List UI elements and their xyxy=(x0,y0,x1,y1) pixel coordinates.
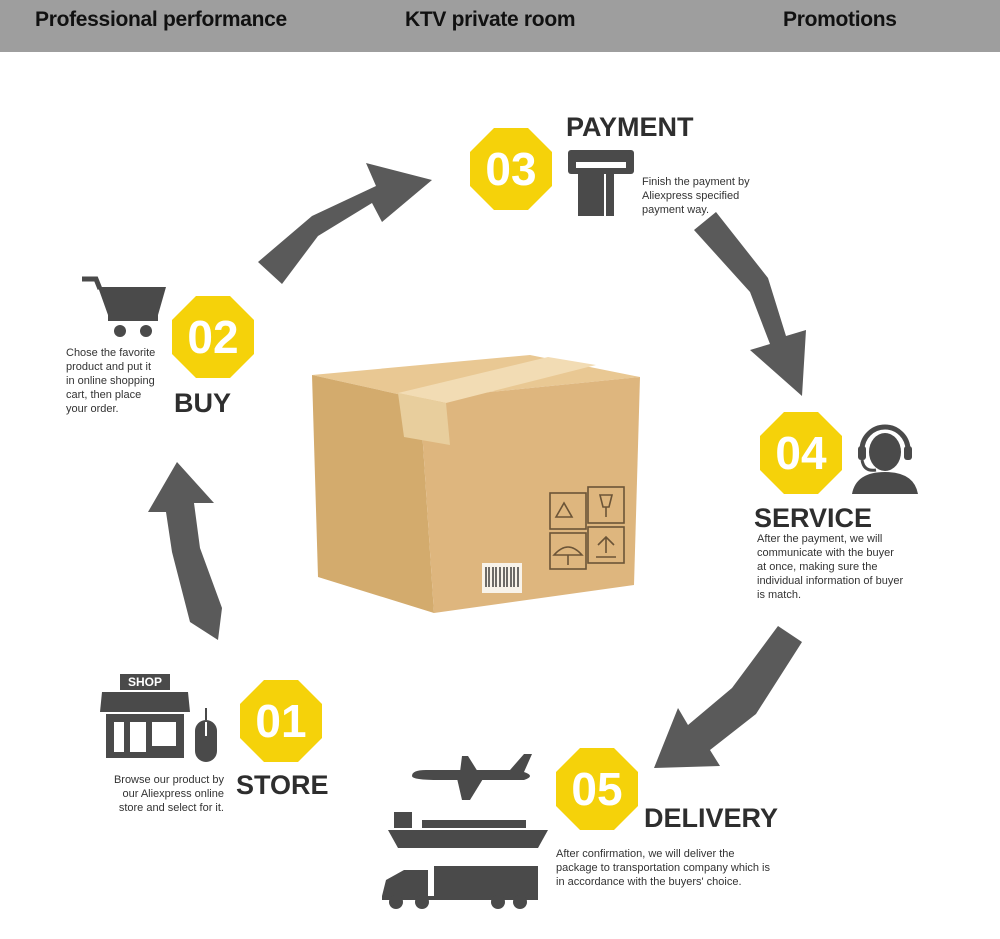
truck-icon xyxy=(380,862,540,915)
arrow-buy-to-payment xyxy=(258,163,432,284)
shopping-cart-icon xyxy=(82,275,168,344)
step-04-number: 04 xyxy=(775,427,827,479)
tab-professional-performance[interactable]: Professional performance xyxy=(35,8,287,31)
tab-ktv-private-room[interactable]: KTV private room xyxy=(405,8,576,31)
customer-service-icon xyxy=(850,418,920,499)
step-02-title: BUY xyxy=(174,388,232,418)
step-02-number: 02 xyxy=(187,311,239,363)
arrow-store-to-buy xyxy=(148,462,222,640)
step-05-badge: 05 xyxy=(556,748,638,830)
step-03-number: 03 xyxy=(485,143,537,195)
shop-sign-label: SHOP xyxy=(127,675,162,689)
airplane-icon xyxy=(408,750,538,807)
top-nav-bar: Professional performance KTV private roo… xyxy=(0,0,1000,52)
tab-promotions[interactable]: Promotions xyxy=(783,8,897,31)
shop-icon: SHOP xyxy=(100,672,190,762)
cardboard-box-image xyxy=(312,355,640,613)
step-01-title: STORE xyxy=(236,770,329,800)
step-01-badge: 01 xyxy=(240,680,322,762)
step-03-badge: 03 xyxy=(470,128,552,210)
arrow-service-to-delivery xyxy=(654,626,802,768)
cargo-ship-icon xyxy=(388,810,548,855)
step-01-number: 01 xyxy=(255,695,307,747)
mouse-icon xyxy=(193,708,219,771)
arrow-payment-to-service xyxy=(694,212,806,396)
step-04-title: SERVICE xyxy=(754,503,873,533)
card-payment-icon xyxy=(566,148,636,223)
step-05-title: DELIVERY xyxy=(644,803,779,833)
step-02-badge: 02 xyxy=(172,296,254,378)
step-05-number: 05 xyxy=(571,763,623,815)
step-03-title: PAYMENT xyxy=(566,112,694,142)
step-04-badge: 04 xyxy=(760,412,842,494)
